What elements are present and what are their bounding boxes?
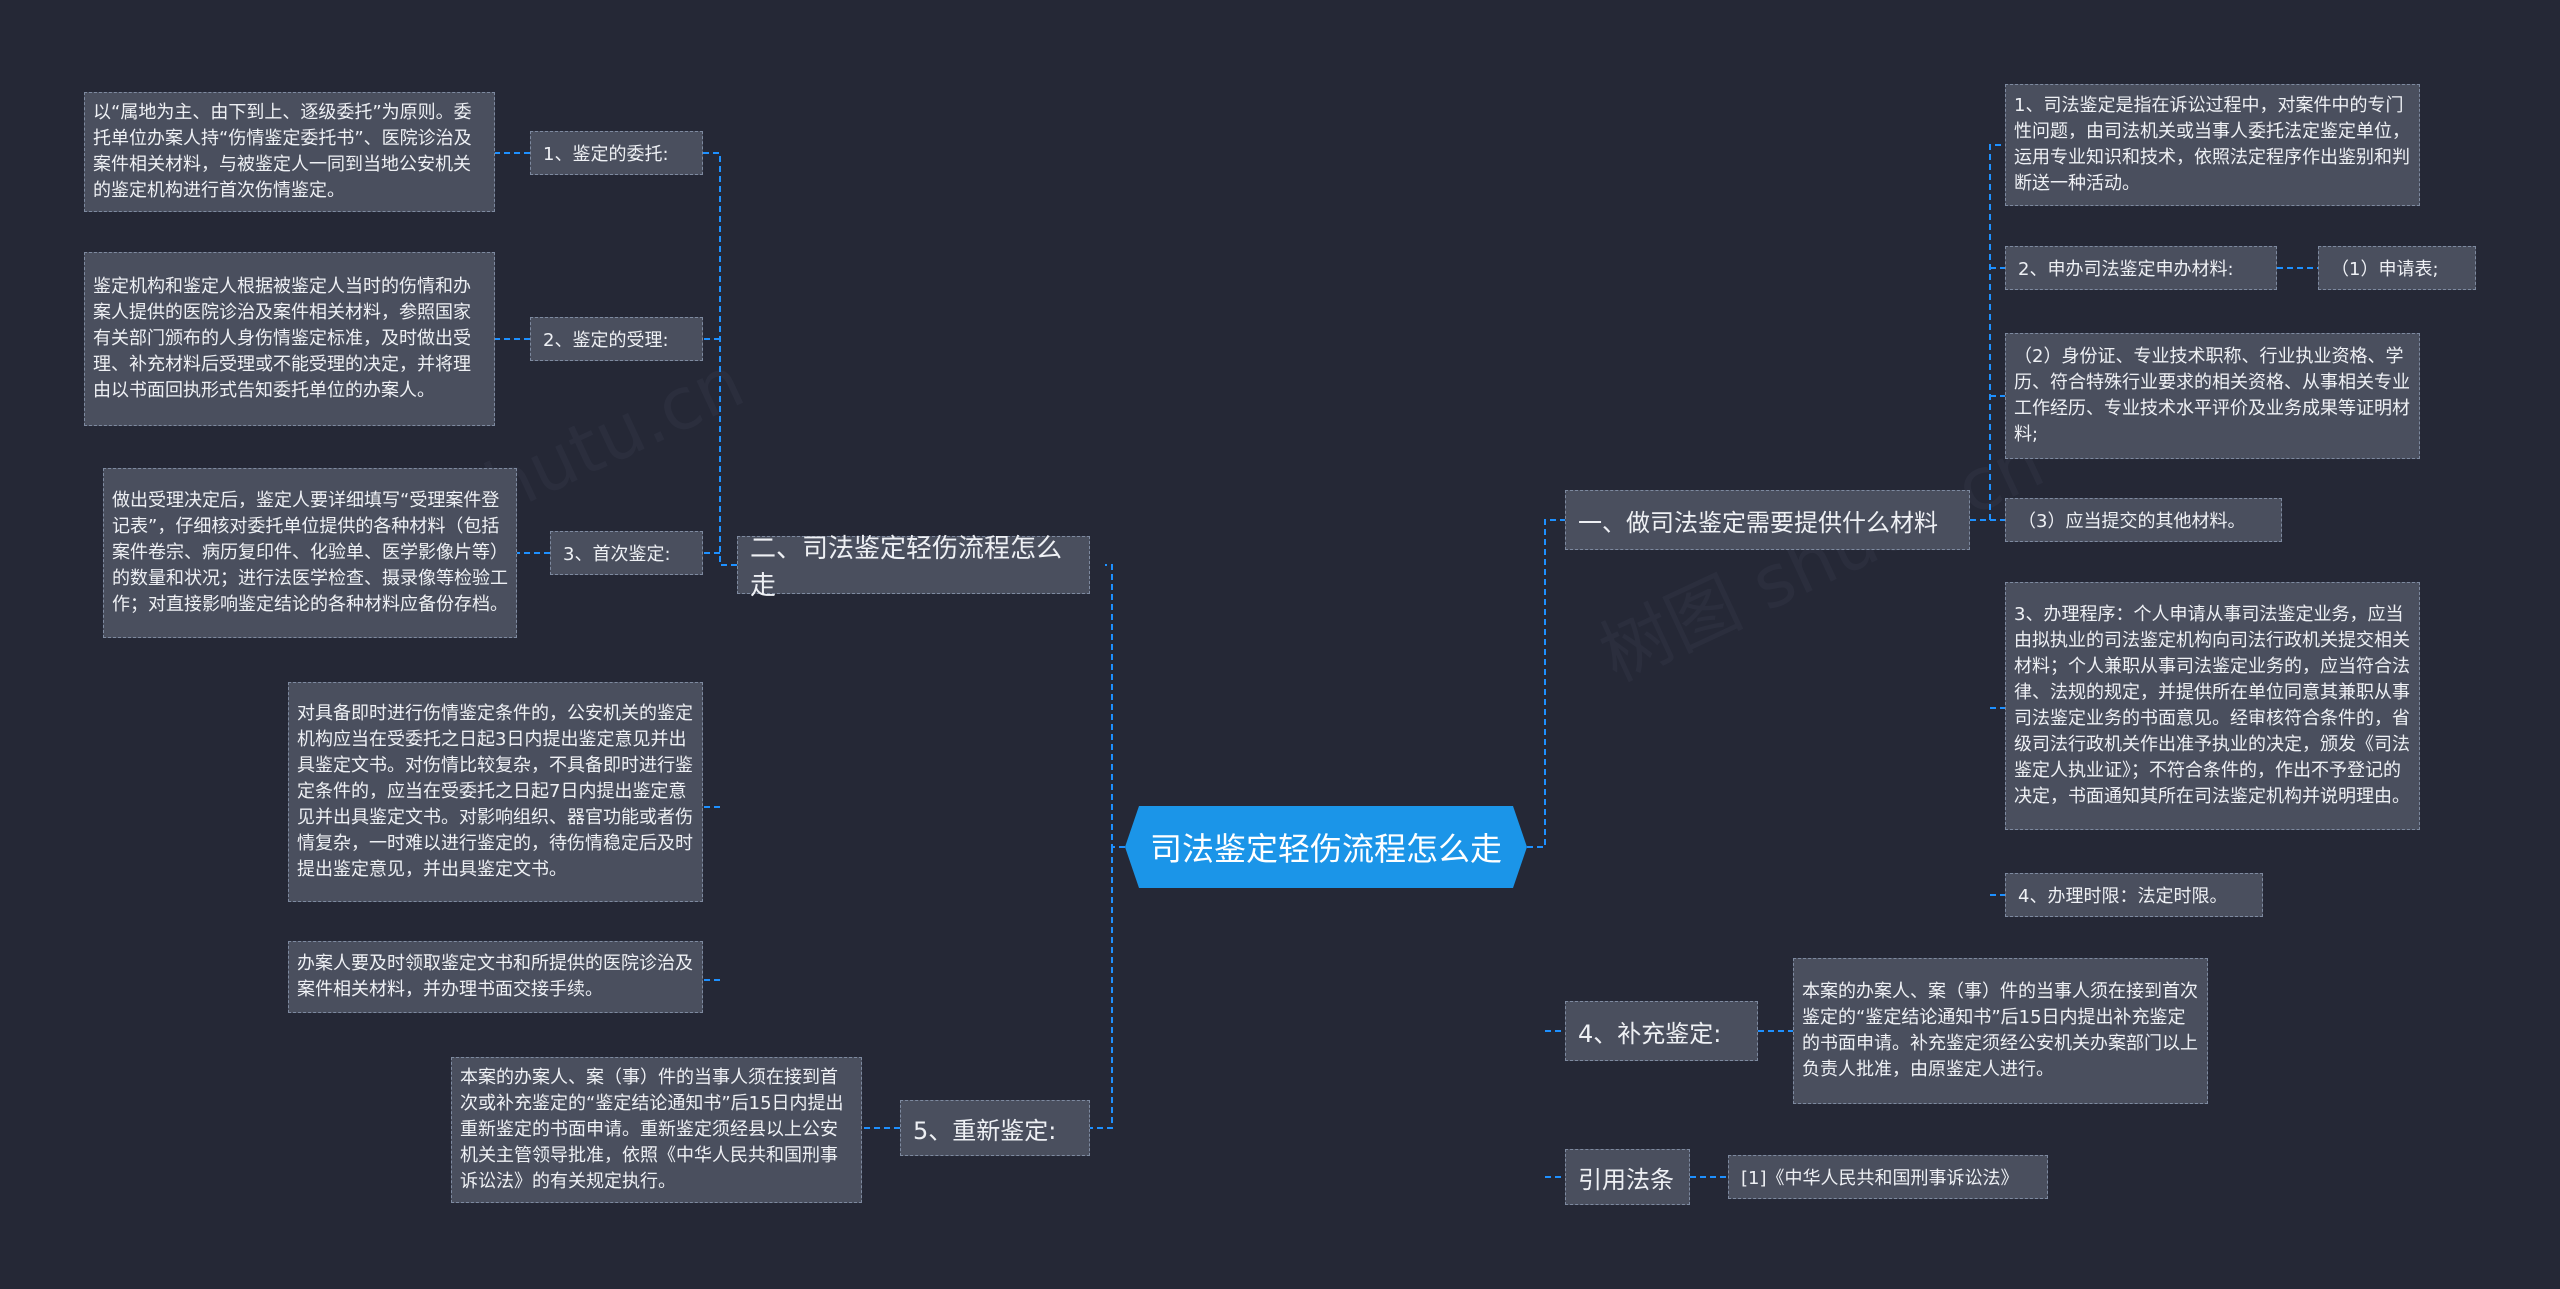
apply-label[interactable]: 2、申办司法鉴定申办材料: (2005, 246, 2277, 290)
entrust-label[interactable]: 1、鉴定的委托: (530, 131, 703, 175)
reappraisal-text: 本案的办案人、案（事）件的当事人须在接到首次或补充鉴定的“鉴定结论通知书”后15… (451, 1057, 862, 1203)
apply-item-3: （3）应当提交的其他材料。 (2005, 498, 2282, 542)
procedure-text: 3、办理程序：个人申请从事司法鉴定业务，应当由拟执业的司法鉴定机构向司法行政机关… (2005, 582, 2420, 830)
collect-text: 办案人要及时领取鉴定文书和所提供的医院诊治及案件相关材料，并办理书面交接手续。 (288, 941, 703, 1013)
entrust-text: 以“属地为主、由下到上、逐级委托”为原则。委托单位办案人持“伤情鉴定委托书”、医… (84, 92, 495, 212)
time-limit: 4、办理时限：法定时限。 (2005, 873, 2263, 917)
branch-materials[interactable]: 一、做司法鉴定需要提供什么材料 (1565, 490, 1970, 550)
branch-law[interactable]: 引用法条 (1565, 1149, 1690, 1205)
branch-supplement[interactable]: 4、补充鉴定: (1565, 1001, 1758, 1061)
first-label[interactable]: 3、首次鉴定: (550, 531, 703, 575)
branch-process[interactable]: 二、司法鉴定轻伤流程怎么走 (737, 534, 1090, 601)
apply-item-1: （1）申请表; (2318, 246, 2476, 290)
apply-item-2: （2）身份证、专业技术职称、行业执业资格、学历、符合特殊行业要求的相关资格、从事… (2005, 333, 2420, 459)
law-reference[interactable]: [1]《中华人民共和国刑事诉讼法》 (1728, 1155, 2048, 1199)
accept-text: 鉴定机构和鉴定人根据被鉴定人当时的伤情和办案人提供的医院诊治及案件相关材料，参照… (84, 252, 495, 426)
first-text: 做出受理决定后，鉴定人要详细填写“受理案件登记表”，仔细核对委托单位提供的各种材… (103, 468, 517, 638)
definition-text: 1、司法鉴定是指在诉讼过程中，对案件中的专门性问题，由司法机关或当事人委托法定鉴… (2005, 84, 2420, 206)
deadline-text: 对具备即时进行伤情鉴定条件的，公安机关的鉴定机构应当在受委托之日起3日内提出鉴定… (288, 682, 703, 902)
accept-label[interactable]: 2、鉴定的受理: (530, 317, 703, 361)
root-topic[interactable]: 司法鉴定轻伤流程怎么走 (1125, 806, 1527, 888)
branch-reappraisal[interactable]: 5、重新鉴定: (900, 1100, 1090, 1156)
supplement-text: 本案的办案人、案（事）件的当事人须在接到首次鉴定的“鉴定结论通知书”后15日内提… (1793, 958, 2208, 1104)
